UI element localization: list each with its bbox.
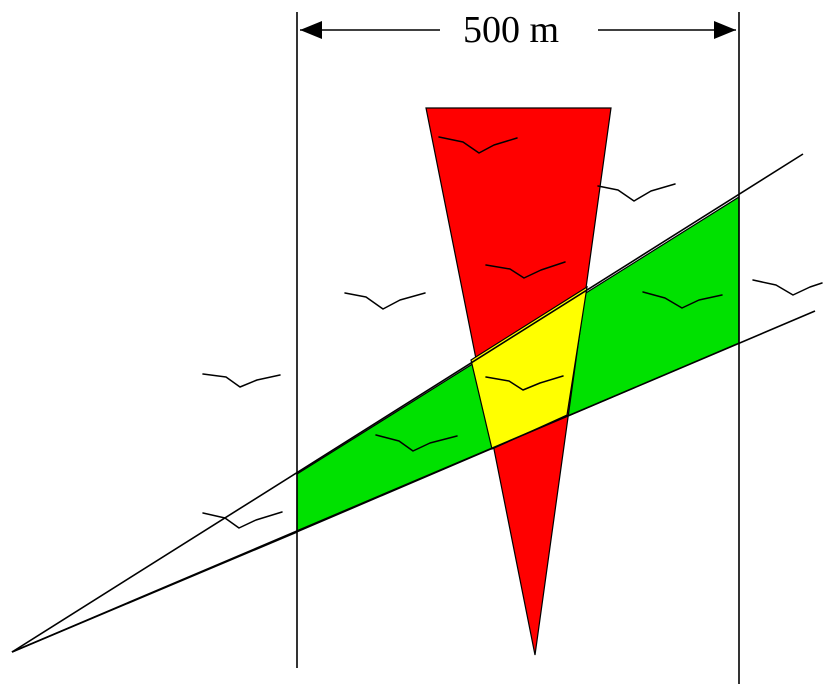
arrowhead-icon	[300, 21, 322, 39]
bird-icon	[202, 373, 281, 388]
overlap-zone	[470, 285, 588, 450]
arrowhead-icon	[714, 21, 736, 39]
bird-icon	[344, 292, 426, 310]
green-beam-upper-ray	[11, 153, 804, 653]
green-beam-lower-ray-inner	[11, 531, 298, 653]
bird-icon	[485, 261, 566, 279]
bird-icon	[752, 279, 823, 296]
bird-icon	[642, 291, 723, 309]
bird-icon	[375, 434, 458, 452]
bird-icon	[485, 375, 564, 391]
bird-icon	[597, 183, 676, 202]
bird-icon	[202, 511, 283, 529]
bird-icon	[438, 136, 518, 154]
dimension-label: 500 m	[463, 9, 559, 51]
